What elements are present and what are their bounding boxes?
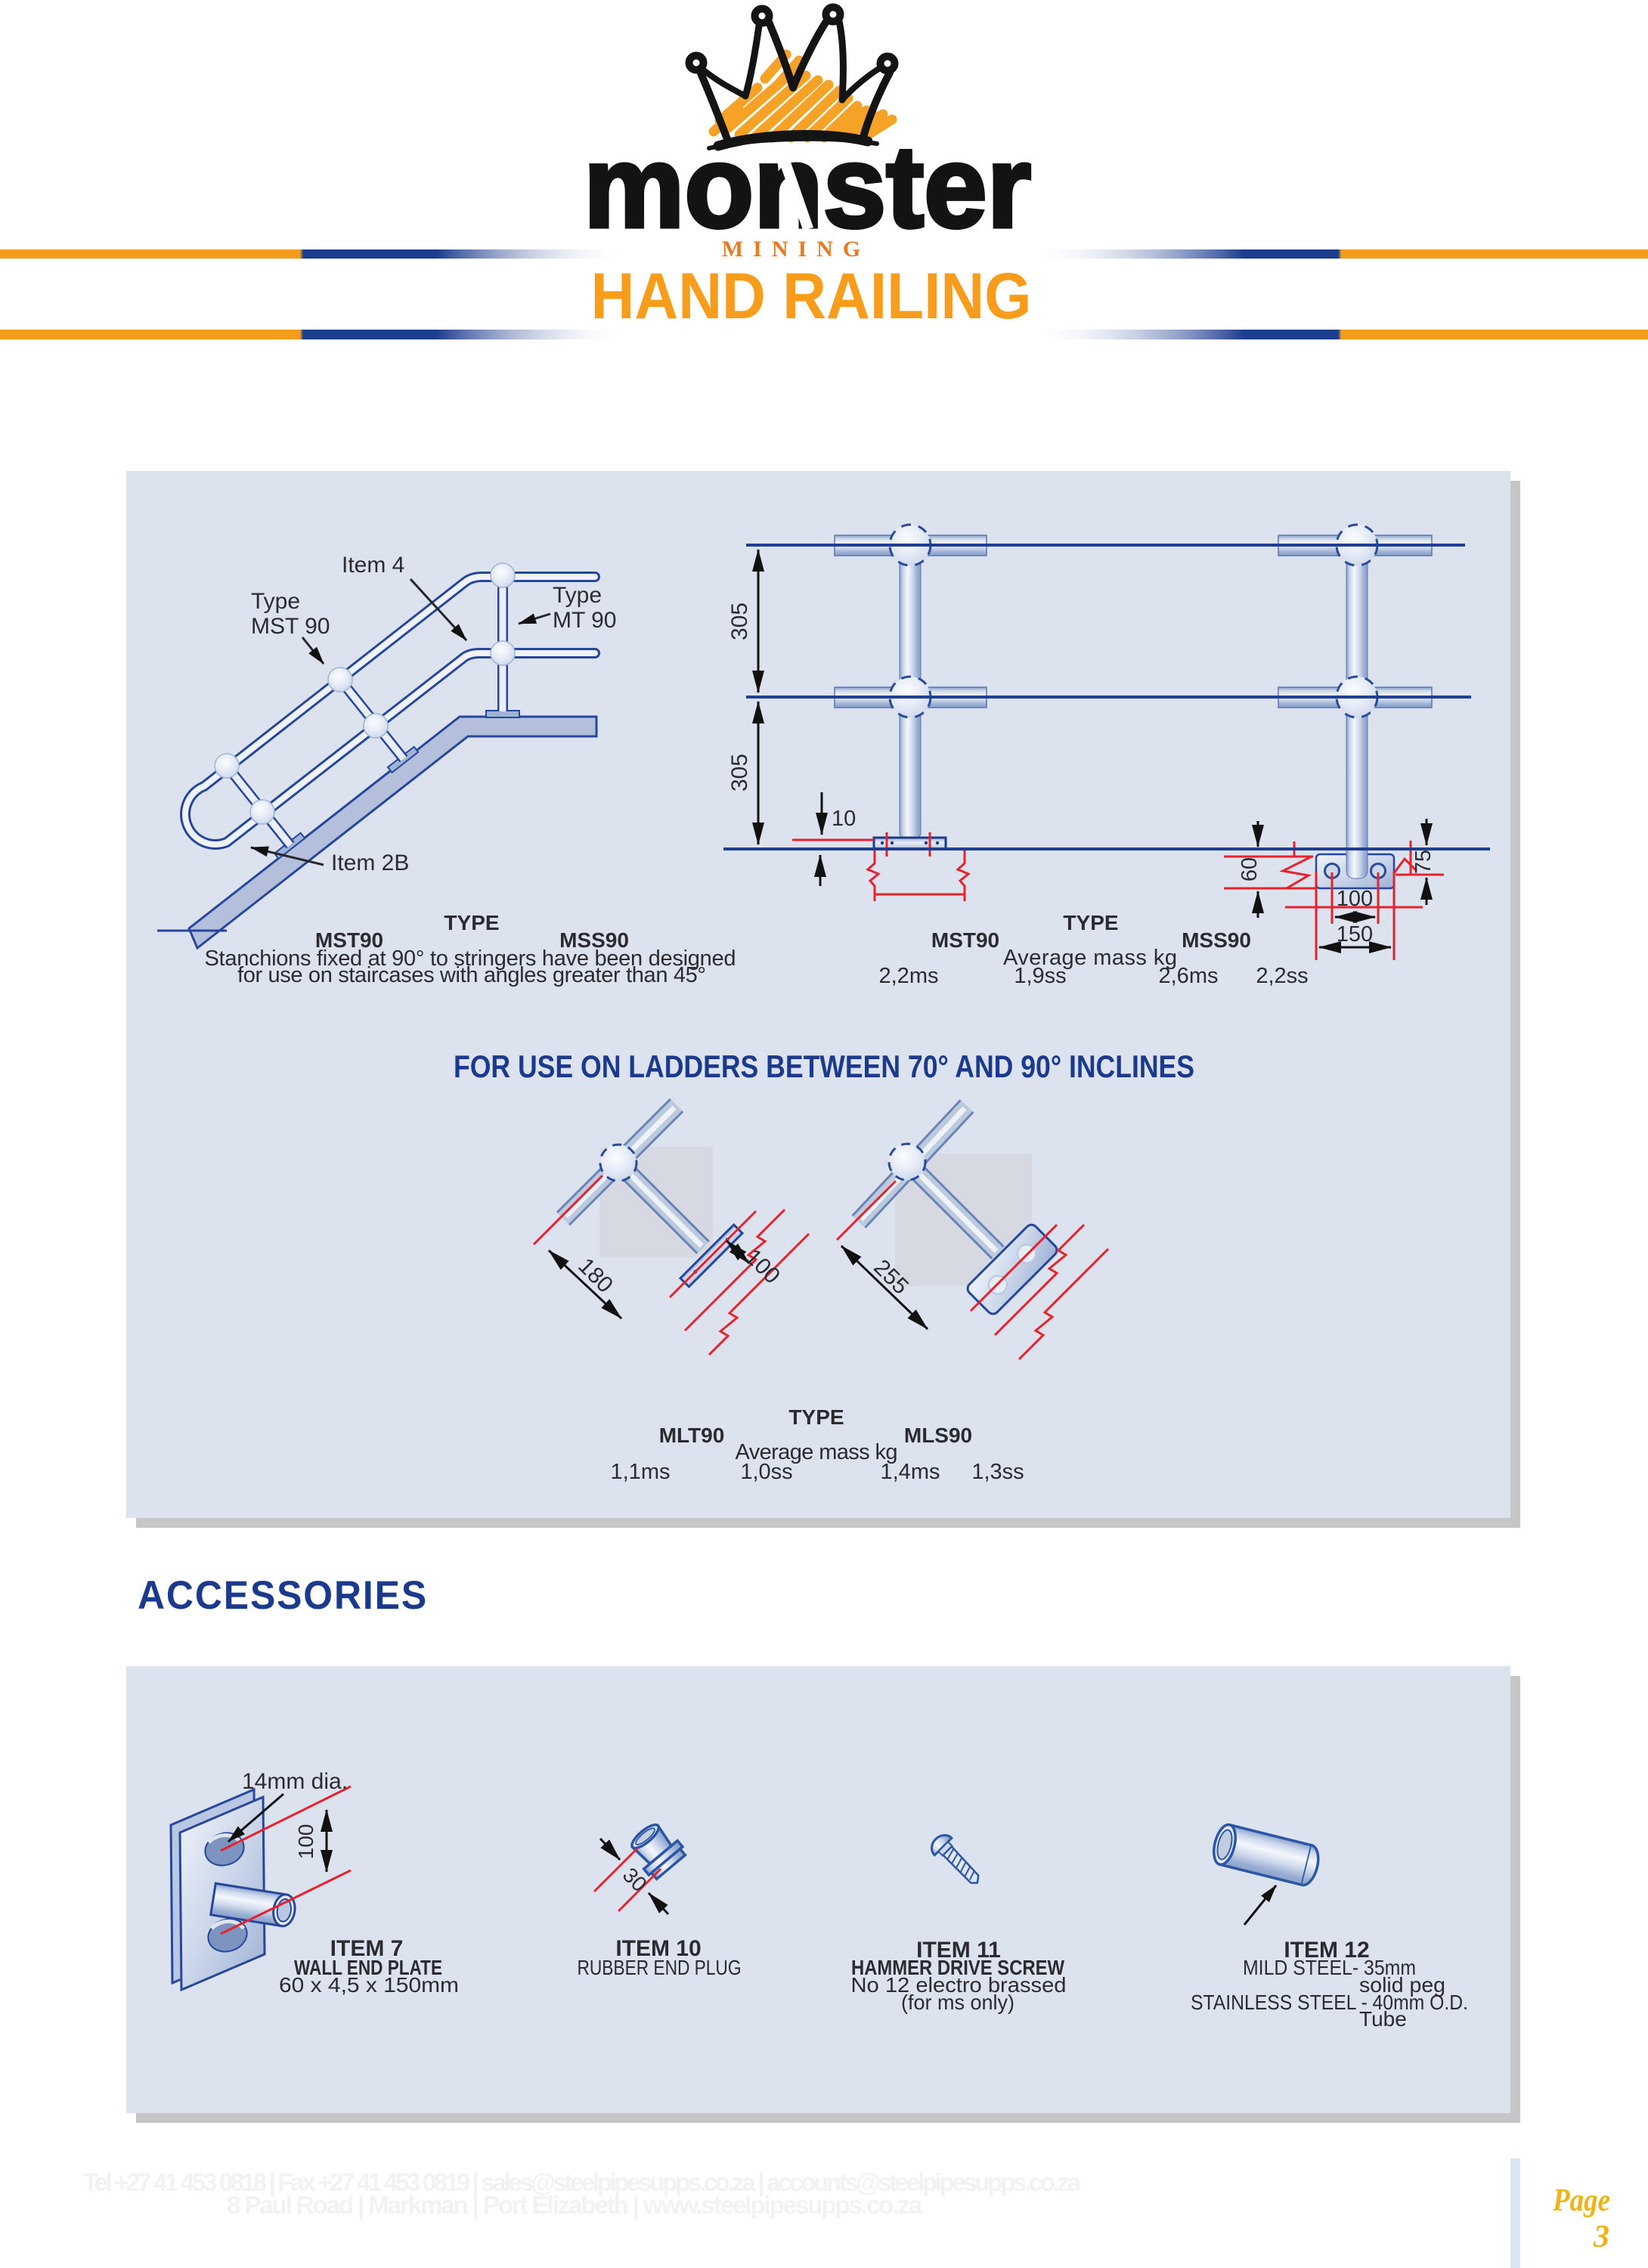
svg-text:ITEM 12: ITEM 12: [1284, 1938, 1369, 1963]
svg-text:monster: monster: [584, 122, 1031, 252]
svg-text:2,6ms: 2,6ms: [1159, 964, 1219, 988]
svg-text:150: 150: [1337, 922, 1373, 947]
svg-text:8 Paul Road | Markman | Po: 8 Paul Road | Markman | Port Elizabeth |…: [227, 2191, 923, 2219]
svg-text:Average mass kg: Average mass kg: [1003, 946, 1177, 970]
svg-text:for use on staircases with ang: for use on staircases with angles greate…: [237, 963, 706, 987]
svg-text:1,0ss: 1,0ss: [740, 1460, 792, 1484]
svg-text:Type: Type: [553, 583, 602, 608]
svg-text:FOR USE ON LADDERS BETWEEN 70°: FOR USE ON LADDERS BETWEEN 70° AND 90° I…: [454, 1049, 1194, 1084]
svg-text:MT 90: MT 90: [553, 608, 616, 633]
svg-text:MSS90: MSS90: [559, 928, 629, 952]
svg-text:Average mass kg: Average mass kg: [736, 1440, 898, 1464]
svg-text:solid peg: solid peg: [1359, 1973, 1445, 1997]
svg-text:Tube: Tube: [1359, 2007, 1407, 2031]
svg-text:TYPE: TYPE: [1063, 911, 1118, 934]
svg-text:MLS90: MLS90: [904, 1424, 972, 1447]
svg-text:Stanchions fixed at 90° to str: Stanchions fixed at 90° to stringers hav…: [205, 947, 736, 971]
svg-text:3: 3: [1593, 2220, 1609, 2254]
svg-text:Type: Type: [251, 589, 300, 614]
svg-text:60 x 4,5 x 150mm: 60 x 4,5 x 150mm: [279, 1973, 459, 1997]
svg-text:14mm dia.: 14mm dia.: [242, 1769, 348, 1794]
svg-text:TYPE: TYPE: [788, 1405, 844, 1429]
svg-text:2,2ms: 2,2ms: [879, 964, 939, 988]
svg-text:No 12 electro brassed: No 12 electro brassed: [851, 1973, 1067, 1997]
svg-text:Item 4: Item 4: [342, 553, 404, 578]
svg-text:1,4ms: 1,4ms: [881, 1460, 940, 1484]
svg-text:2,2ss: 2,2ss: [1256, 964, 1308, 988]
svg-text:ITEM 10: ITEM 10: [615, 1936, 701, 1961]
svg-text:MILD STEEL- 35mm: MILD STEEL- 35mm: [1243, 1956, 1416, 1979]
svg-text:100: 100: [1337, 887, 1373, 911]
svg-text:(for ms only): (for ms only): [901, 1991, 1015, 2014]
svg-text:MST90: MST90: [315, 928, 383, 952]
svg-text:Item 2B: Item 2B: [331, 850, 409, 875]
svg-text:STAINLESS STEEL - 40mm O.D.: STAINLESS STEEL - 40mm O.D.: [1191, 1991, 1468, 2014]
svg-text:1,3ss: 1,3ss: [971, 1460, 1024, 1484]
svg-text:Tel +27 41 453 0818 | Fax +2: Tel +27 41 453 0818 | Fax +27 41 453 081…: [83, 2168, 1082, 2196]
svg-text:ITEM 11: ITEM 11: [916, 1938, 1001, 1963]
svg-text:75: 75: [1411, 850, 1436, 874]
svg-text:WALL END PLATE: WALL END PLATE: [294, 1956, 442, 1979]
svg-text:10: 10: [832, 807, 856, 831]
svg-text:RUBBER END PLUG: RUBBER END PLUG: [578, 1956, 742, 1979]
svg-text:60: 60: [1238, 857, 1262, 881]
svg-text:MST 90: MST 90: [251, 614, 330, 639]
svg-text:Page: Page: [1552, 2183, 1610, 2218]
svg-text:1,9ss: 1,9ss: [1014, 964, 1066, 988]
svg-text:TYPE: TYPE: [444, 911, 499, 934]
svg-text:MST90: MST90: [931, 928, 999, 952]
svg-text:1,1ms: 1,1ms: [611, 1460, 671, 1484]
svg-text:305: 305: [727, 754, 752, 792]
svg-text:HAMMER DRIVE SCREW: HAMMER DRIVE SCREW: [851, 1956, 1064, 1979]
svg-text:305: 305: [727, 603, 752, 640]
svg-text:MSS90: MSS90: [1182, 928, 1251, 952]
svg-text:ITEM 7: ITEM 7: [330, 1936, 404, 1961]
svg-text:ACCESSORIES: ACCESSORIES: [138, 1573, 428, 1618]
svg-text:100: 100: [294, 1824, 318, 1860]
svg-text:HAND RAILING: HAND RAILING: [591, 260, 1032, 333]
svg-text:MLT90: MLT90: [659, 1424, 725, 1447]
